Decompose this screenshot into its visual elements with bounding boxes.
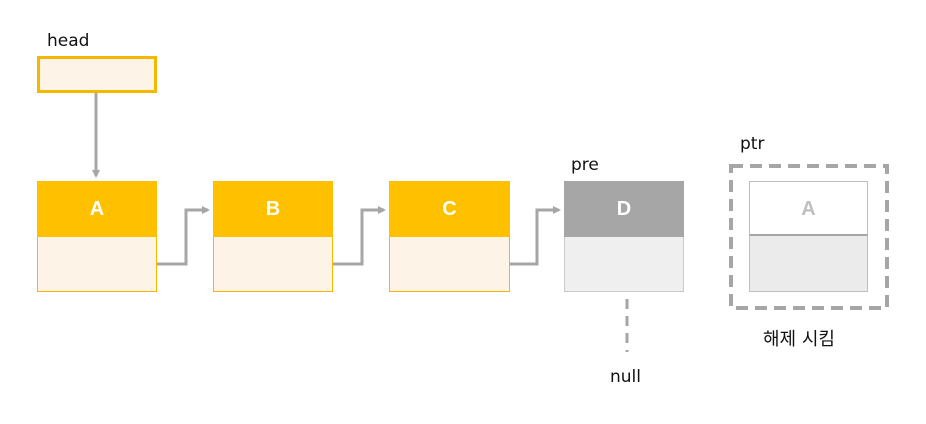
pre-label: pre bbox=[571, 155, 599, 175]
freed-node-next-field bbox=[749, 234, 868, 292]
freed-node-data: A bbox=[749, 181, 868, 236]
node-c-next-field bbox=[389, 237, 510, 292]
head-pointer-box bbox=[37, 56, 157, 93]
node-d-next-field bbox=[564, 237, 684, 292]
null-label: null bbox=[610, 367, 641, 387]
a-to-b-arrow bbox=[157, 206, 210, 266]
node-b-data: B bbox=[213, 181, 333, 237]
ptr-label: ptr bbox=[740, 134, 765, 154]
node-a-data: A bbox=[37, 181, 157, 237]
node-a-next-field bbox=[37, 237, 157, 292]
free-caption: 해제 시킴 bbox=[763, 329, 835, 350]
c-to-d-arrow bbox=[510, 206, 561, 266]
head-label: head bbox=[47, 31, 90, 51]
node-b-next-field bbox=[213, 237, 333, 292]
freed-node-dashed-frame bbox=[729, 164, 889, 310]
node-c-data: C bbox=[389, 181, 510, 237]
b-to-c-arrow bbox=[333, 206, 386, 266]
node-d-data: D bbox=[564, 181, 684, 237]
